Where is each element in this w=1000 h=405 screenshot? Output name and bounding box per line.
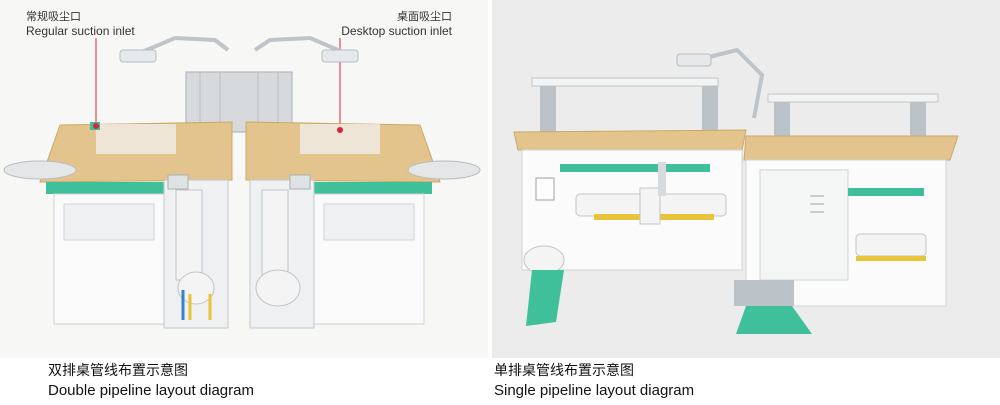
single-desk-illustration xyxy=(492,0,1000,358)
caption-double-pipeline: 双排桌管线布置示意图 Double pipeline layout diagra… xyxy=(48,362,254,400)
pipe-icon xyxy=(523,162,927,275)
callout-regular-en: Regular suction inlet xyxy=(26,24,135,38)
lamp-icon xyxy=(253,35,359,63)
callout-regular-suction: 常规吸尘口 Regular suction inlet xyxy=(26,9,135,39)
callout-desktop-suction: 桌面吸尘口 Desktop suction inlet xyxy=(341,9,452,39)
green-trim-right xyxy=(306,182,432,194)
desk-top-1 xyxy=(513,129,747,151)
callout-regular-zh: 常规吸尘口 xyxy=(26,10,81,23)
lamp-icon xyxy=(676,47,765,119)
desk-top-2 xyxy=(743,135,959,161)
double-pipeline-image xyxy=(0,0,488,358)
callout-desktop-zh: 桌面吸尘口 xyxy=(397,10,452,23)
regular-inlet-dot xyxy=(93,123,99,129)
green-trim-left xyxy=(46,182,172,194)
caption-single-zh: 单排桌管线布置示意图 xyxy=(494,363,634,379)
pipe-icon xyxy=(167,174,311,307)
lamp-icon xyxy=(119,35,230,63)
desktop-inlet-dot xyxy=(337,127,343,133)
leg-left xyxy=(526,270,564,326)
single-pipeline-image xyxy=(492,0,1000,358)
leg-right xyxy=(736,306,812,334)
double-desk-illustration xyxy=(0,0,488,358)
caption-double-en: Double pipeline layout diagram xyxy=(48,382,254,399)
caption-single-pipeline: 单排桌管线布置示意图 Single pipeline layout diagra… xyxy=(494,362,694,400)
callout-desktop-en: Desktop suction inlet xyxy=(341,24,452,38)
caption-single-en: Single pipeline layout diagram xyxy=(494,382,695,399)
caption-double-zh: 双排桌管线布置示意图 xyxy=(48,363,188,379)
